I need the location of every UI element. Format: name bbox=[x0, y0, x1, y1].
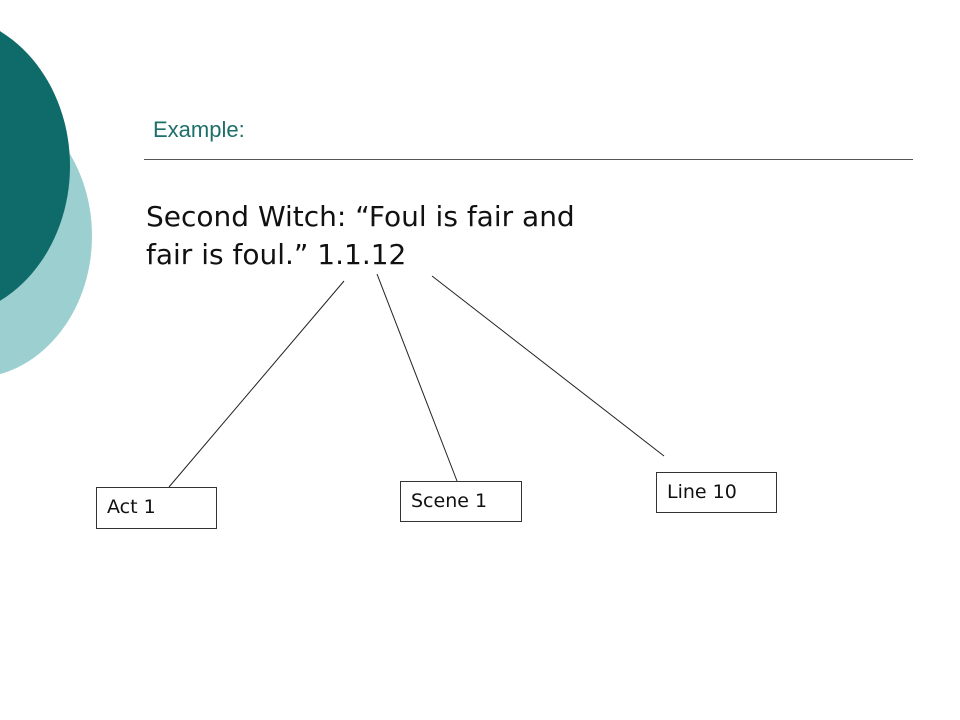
scene-label-box: Scene 1 bbox=[400, 481, 522, 522]
decorative-circles bbox=[0, 31, 92, 375]
quote-line-1: Second Witch: “Foul is fair and bbox=[146, 200, 575, 233]
connector-line bbox=[431, 275, 665, 457]
title-divider bbox=[144, 159, 913, 160]
act-label-box: Act 1 bbox=[96, 487, 217, 529]
quote-text: Second Witch: “Foul is fair and fair is … bbox=[146, 198, 575, 274]
quote-line-2: fair is foul.” 1.1.12 bbox=[146, 238, 407, 271]
connector-scene bbox=[376, 273, 458, 482]
dark-teal-circle bbox=[0, 31, 70, 301]
slide-title: Example: bbox=[153, 117, 245, 142]
connector-act bbox=[168, 280, 345, 488]
line-label-box: Line 10 bbox=[656, 472, 777, 513]
